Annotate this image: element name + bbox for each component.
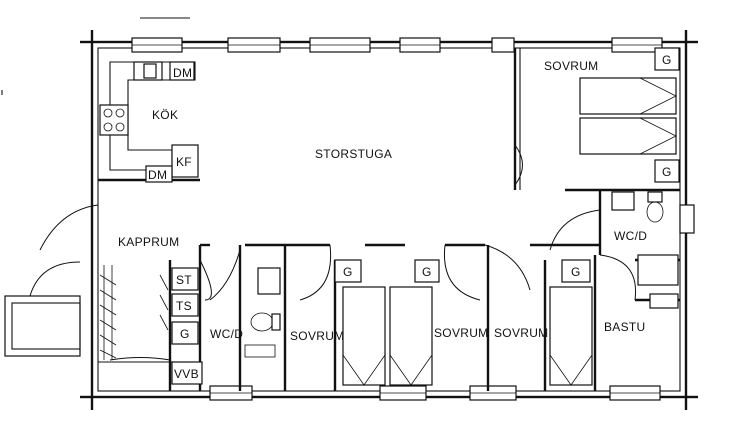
label-g-b: G	[422, 265, 432, 279]
label-kf: KF	[176, 155, 192, 169]
beds	[342, 77, 677, 386]
entrance-steps	[1, 90, 81, 357]
label-vvb: VVB	[174, 367, 199, 381]
room-label-storstuga: STORSTUGA	[315, 147, 392, 161]
label-g-ne-top: G	[662, 53, 672, 67]
wc-fixtures	[244, 191, 679, 358]
label-dm-bottom: DM	[148, 168, 167, 182]
label-g-c: G	[571, 265, 581, 279]
closet-hanging	[99, 265, 169, 360]
room-label-sovrum-b: SOVRUM	[434, 326, 488, 340]
room-label-sovrum-c: SOVRUM	[494, 326, 548, 340]
label-g-ne-bottom: G	[662, 165, 672, 179]
windows-top	[131, 37, 695, 234]
label-st: ST	[176, 273, 192, 287]
fixture-labels: DM DM KF ST TS G VVB G G G G G	[148, 53, 672, 381]
room-label-wc-east: WC/D	[614, 229, 647, 243]
kitchen-counters	[99, 61, 199, 178]
room-label-bastu: BASTU	[604, 320, 646, 334]
room-label-kapprum: KAPPRUM	[118, 235, 179, 249]
windows-bottom	[209, 385, 661, 401]
label-g-kapprum: G	[180, 327, 190, 341]
room-label-sovrum-ne: SOVRUM	[544, 59, 598, 73]
label-g-a: G	[343, 265, 353, 279]
doors	[39, 144, 637, 361]
room-label-wc-west: WC/D	[210, 327, 243, 341]
fixture-boxes	[145, 47, 680, 385]
label-dm-top: DM	[173, 66, 192, 80]
room-label-kok: KÖK	[152, 108, 178, 122]
room-label-sovrum-a: SOVRUM	[290, 329, 344, 343]
label-ts: TS	[176, 299, 192, 313]
room-labels: STORSTUGA KÖK KAPPRUM SOVRUM SOVRUM SOVR…	[118, 59, 647, 343]
